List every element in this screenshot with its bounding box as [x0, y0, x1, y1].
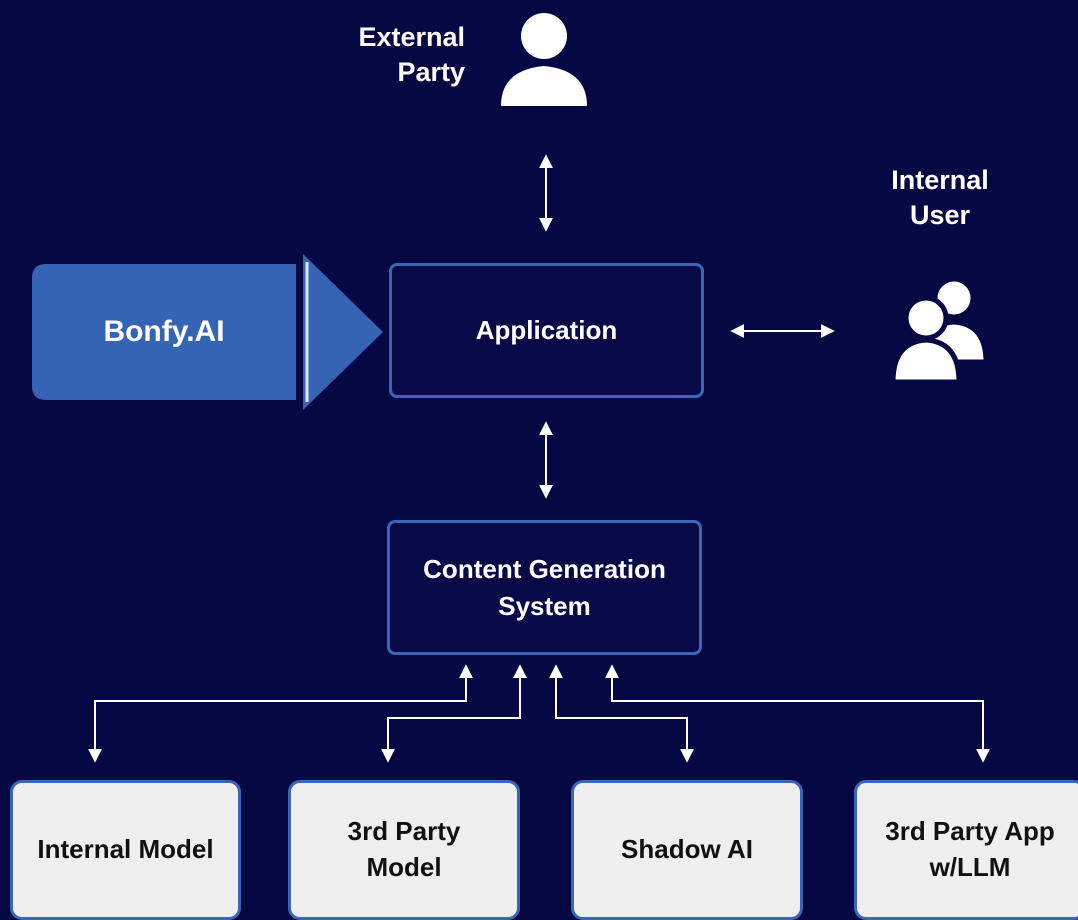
content-generation-label-line2: System — [498, 590, 591, 621]
source-box-third-party-app: 3rd Party App w/LLM — [854, 780, 1078, 920]
content-generation-label-line1: Content Generation — [423, 554, 666, 585]
bonfy-label: Bonfy.AI — [103, 315, 225, 348]
bonfy-shape — [32, 254, 383, 410]
source-box-internal-model: Internal Model — [10, 780, 241, 920]
person-icon — [501, 13, 587, 106]
source-label-line2: Model — [366, 852, 442, 882]
source-box-shadow-ai: Shadow AI — [571, 780, 803, 920]
internal-user-label-line2: User — [909, 200, 971, 231]
arrow-shadow-ai — [549, 664, 694, 763]
source-label-line1: Internal Model — [37, 834, 214, 865]
source-label-line1: Shadow AI — [621, 834, 753, 865]
internal-user-label-line1: Internal — [891, 165, 989, 195]
users-icon — [890, 276, 989, 384]
external-party-label: External Party — [305, 20, 465, 90]
external-party-label-line2: Party — [397, 57, 465, 88]
source-label-line1: 3rd Party App — [885, 816, 1055, 847]
source-box-third-party-model: 3rd Party Model — [288, 780, 520, 920]
internal-user-label: Internal User — [860, 163, 1020, 233]
arrow-internal-model — [88, 664, 473, 763]
application-label: Application — [475, 315, 618, 345]
arrow-third-party-app — [605, 664, 990, 763]
external-party-label-line1: External — [358, 22, 465, 52]
content-generation-box: Content Generation System — [387, 520, 702, 655]
source-label-line2: w/LLM — [929, 852, 1011, 882]
application-box: Application — [389, 263, 704, 398]
arrow-third-party-model — [381, 664, 527, 763]
source-label-line1: 3rd Party — [347, 816, 461, 847]
